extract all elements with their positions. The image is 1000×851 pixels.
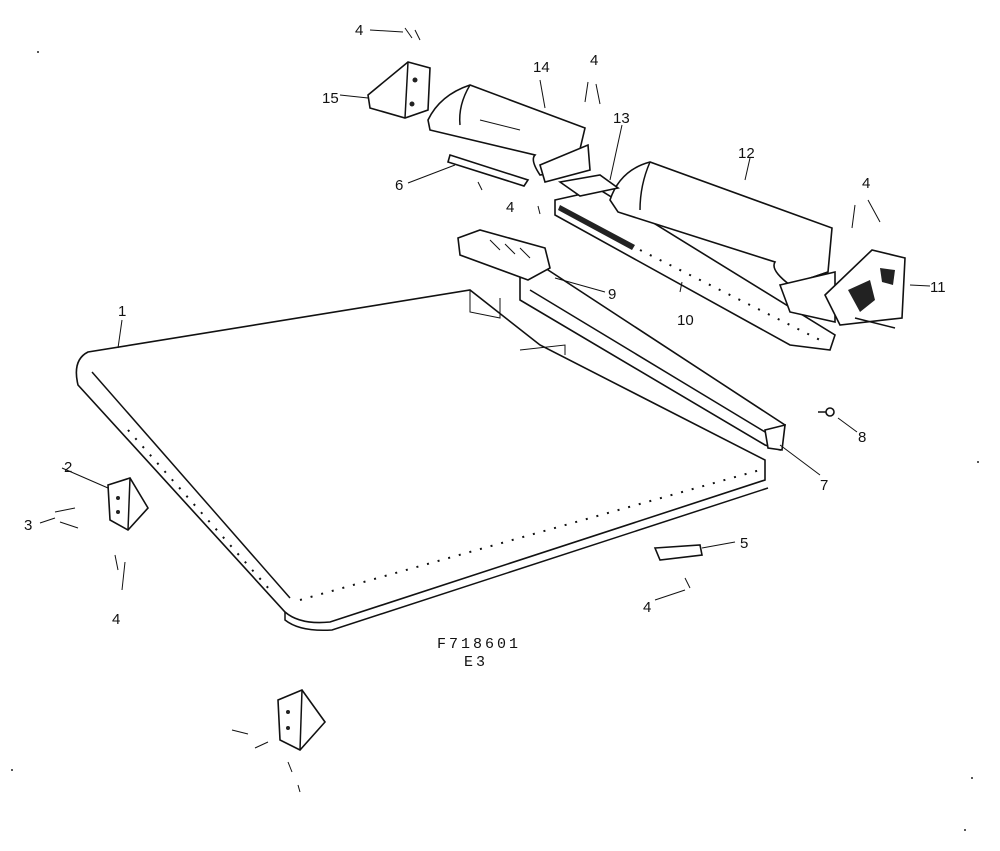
trim-strip [447, 153, 530, 187]
callout-4-cover: 4 [590, 52, 598, 69]
callout-8: 8 [858, 429, 866, 446]
callout-5: 5 [740, 535, 748, 552]
end-cap [367, 61, 431, 119]
callout-2: 2 [64, 459, 72, 476]
callout-4-center: 4 [506, 199, 514, 216]
callout-3: 3 [24, 517, 32, 534]
end-housing [824, 249, 906, 329]
top-cover-left [427, 84, 591, 183]
drawing-code: F718601 [437, 636, 521, 653]
loose-hardware [54, 27, 881, 591]
top-cover-right [609, 161, 836, 323]
small-bracket [107, 477, 149, 532]
callout-4-top: 4 [355, 22, 363, 39]
scan-specks [11, 51, 979, 831]
drawing-revision: E3 [464, 654, 488, 671]
loose-bracket [231, 689, 327, 793]
callout-12: 12 [738, 145, 755, 162]
small-part-5 [653, 544, 703, 561]
callout-11: 11 [930, 279, 946, 296]
base-panel [75, 289, 769, 632]
leader-lines [39, 29, 931, 601]
callout-14: 14 [533, 59, 550, 76]
callout-4-right: 4 [862, 175, 870, 192]
bracket-plate [457, 229, 551, 281]
callout-9: 9 [608, 286, 616, 303]
callout-13: 13 [613, 110, 630, 127]
callout-4-left: 4 [112, 611, 120, 628]
callout-7: 7 [820, 477, 828, 494]
clip-part [557, 174, 620, 197]
screw-part-8 [818, 407, 835, 417]
callout-4-bottom: 4 [643, 599, 651, 616]
callout-labels: 1 2 3 4 4 4 4 4 4 5 6 7 8 9 10 11 12 13 … [24, 22, 946, 628]
callout-1: 1 [118, 303, 126, 320]
callout-15: 15 [322, 90, 339, 107]
callout-6: 6 [395, 177, 403, 194]
callout-10: 10 [677, 312, 694, 329]
